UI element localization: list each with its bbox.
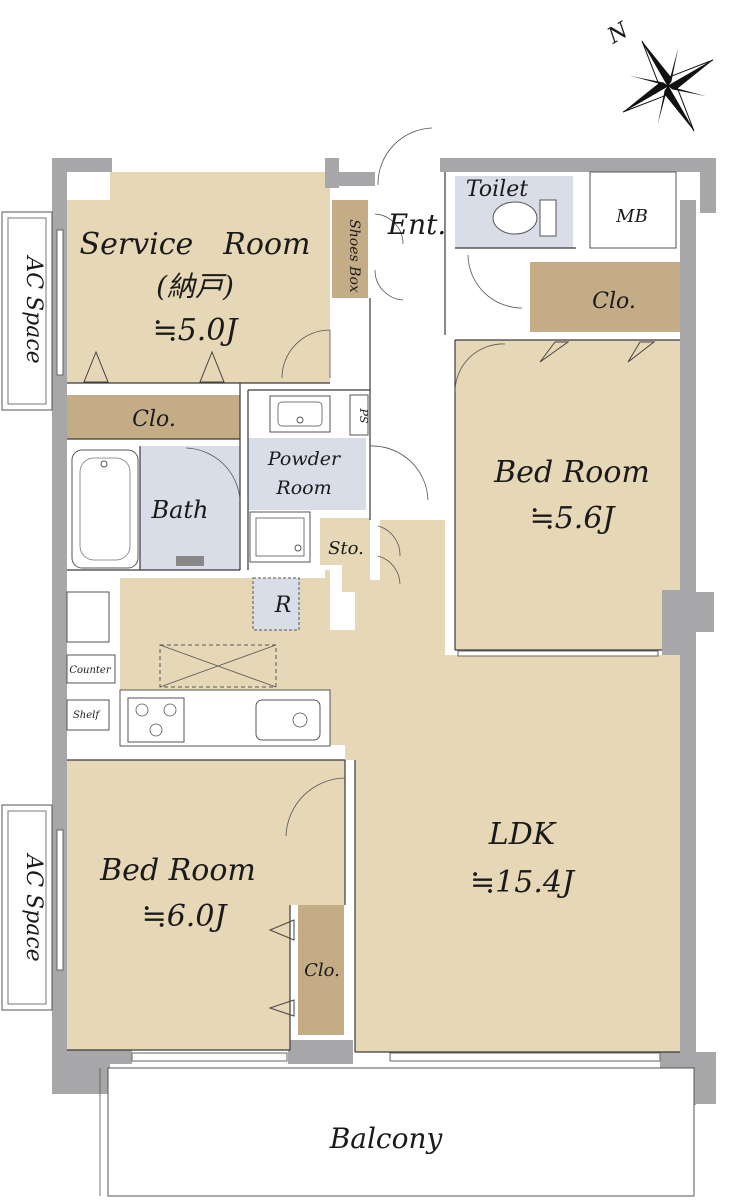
bath-floor [140,446,240,570]
service-room-sub-label: (納戸) [156,270,234,303]
powder-room-label-2: Room [275,477,331,499]
shoes-box-label: Shoes Box [346,219,362,293]
powder-room-label-1: Powder [267,448,342,470]
ac-space-label-2: AC Space [21,852,46,961]
toilet-label: Toilet [466,177,528,202]
windows [56,229,661,1062]
fixtures [66,171,677,747]
bedroom2-closet-label: Clo. [304,960,340,981]
balcony [99,1067,695,1197]
ac-spaces [1,211,53,1011]
shoes-box [332,200,368,298]
ac-space-label-1: AC Space [21,254,46,363]
ldk-label: LDK [488,817,557,852]
bedroom1-closet-label: Clo. [592,289,636,314]
closets [67,200,680,1035]
storage-floor [320,518,370,592]
doors [83,127,656,1017]
bed-room-2-label: Bed Room [99,853,256,888]
refrigerator-space [252,577,300,631]
bed-room-1-size-label: ≒5.6J [530,501,617,536]
bedroom1-closet [530,262,680,332]
bed-room-2-size-label: ≒6.0J [142,899,229,934]
refrigerator-label: R [274,593,292,618]
powder-room-floor [248,438,366,510]
service-room-floor [67,172,330,383]
service-room-label: Service Room [80,227,311,262]
service-closet-label: Clo. [132,407,176,432]
floors [67,172,680,1052]
bed-room-1-floor [455,340,680,650]
compass-north-label: N [603,18,634,50]
counter-label: Counter [69,665,111,676]
labels: N Service Room (納戸) ≒5.0J Bed Room ≒5.6J… [21,18,650,1155]
mb-label: MB [615,206,648,227]
bedroom2-closet [298,905,344,1035]
service-closet [67,395,240,439]
service-room-size-label: ≒5.0J [153,313,240,348]
ps-label: PS [357,408,370,424]
entrance-label: Ent. [387,208,447,241]
ldk-size-label: ≒15.4J [470,865,576,900]
bath-label: Bath [150,496,208,524]
storage-label: Sto. [328,538,364,559]
ldk-floor [120,520,680,1052]
balcony-label: Balcony [329,1122,444,1155]
bed-room-1-label: Bed Room [493,455,650,490]
interior-lines [67,172,680,1053]
shelf-label: Shelf [73,710,101,721]
bed-room-2-floor [67,760,345,1050]
